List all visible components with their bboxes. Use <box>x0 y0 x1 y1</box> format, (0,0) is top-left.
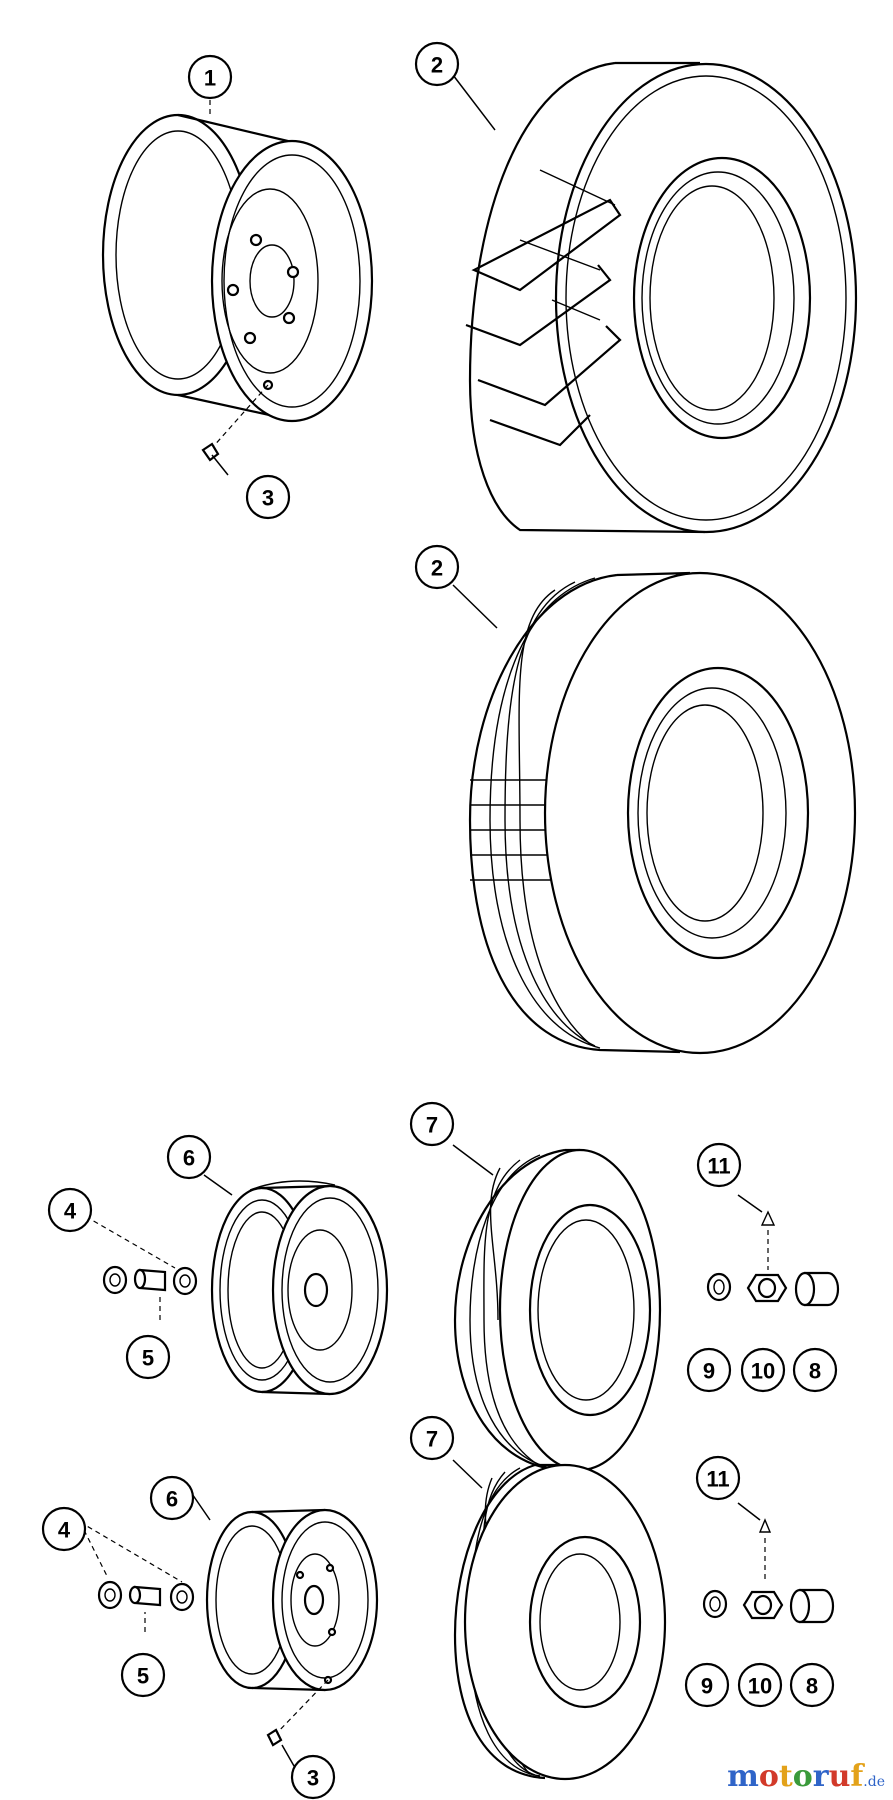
hardware-upper <box>706 1210 840 1307</box>
svg-text:10: 10 <box>748 1674 772 1699</box>
spacer-bushing-lower <box>97 1580 195 1632</box>
watermark-letter: r <box>812 1759 829 1794</box>
svg-text:7: 7 <box>426 1427 438 1452</box>
watermark-letter: o <box>758 1759 779 1794</box>
small-wheel-rim-lower <box>205 1508 379 1692</box>
svg-text:8: 8 <box>806 1674 818 1699</box>
svg-text:9: 9 <box>701 1674 713 1699</box>
callout-6-bottom: 6 <box>149 1475 195 1521</box>
callout-1: 1 <box>187 54 233 100</box>
svg-text:2: 2 <box>431 53 443 78</box>
callout-9-top: 9 <box>686 1347 732 1393</box>
callout-5-bottom: 5 <box>120 1652 166 1698</box>
svg-text:5: 5 <box>142 1346 154 1371</box>
callout-5-top: 5 <box>125 1334 171 1380</box>
svg-text:8: 8 <box>809 1359 821 1384</box>
callout-10-bottom: 10 <box>737 1662 783 1708</box>
callout-3-top: 3 <box>245 474 291 520</box>
callout-4-bottom: 4 <box>41 1506 87 1552</box>
svg-text:7: 7 <box>426 1113 438 1138</box>
rim-large <box>101 113 374 423</box>
valve-stem-upper <box>201 384 269 462</box>
tire-lug-tread <box>465 61 858 534</box>
svg-text:1: 1 <box>204 66 216 91</box>
svg-text:6: 6 <box>183 1146 195 1171</box>
callout-2-top: 2 <box>414 41 460 87</box>
callout-8-top: 8 <box>792 1347 838 1393</box>
spacer-bushing-upper <box>102 1265 198 1320</box>
svg-text:2: 2 <box>431 556 443 581</box>
callout-9-bottom: 9 <box>684 1662 730 1708</box>
hardware-lower <box>702 1518 835 1624</box>
watermark-letter: f <box>850 1759 864 1794</box>
watermark-letter: o <box>792 1759 813 1794</box>
tire-small-upper <box>453 1148 662 1472</box>
svg-text:4: 4 <box>64 1199 77 1224</box>
watermark-logo: motoruf.de <box>727 1759 885 1794</box>
watermark-letter: t <box>778 1759 793 1794</box>
callout-7-top: 7 <box>409 1101 455 1147</box>
watermark-suffix: .de <box>863 1774 885 1790</box>
watermark-letter: m <box>727 1759 759 1794</box>
tire-rib-tread <box>468 571 857 1055</box>
callout-10-top: 10 <box>740 1347 786 1393</box>
callout-11-bottom: 11 <box>695 1455 741 1501</box>
svg-text:11: 11 <box>707 1154 730 1179</box>
svg-text:4: 4 <box>58 1518 71 1543</box>
callout-2-middle: 2 <box>414 544 460 590</box>
callout-7-bottom: 7 <box>409 1415 455 1461</box>
svg-text:5: 5 <box>137 1664 149 1689</box>
small-wheel-rim-upper <box>210 1180 389 1396</box>
valve-stem-lower <box>266 1679 329 1747</box>
watermark-letter: u <box>828 1759 851 1794</box>
svg-text:6: 6 <box>166 1487 178 1512</box>
callout-3-bottom: 3 <box>290 1754 336 1800</box>
svg-text:11: 11 <box>706 1467 729 1492</box>
callout-6-top: 6 <box>166 1134 212 1180</box>
svg-text:3: 3 <box>262 486 274 511</box>
callout-8-bottom: 8 <box>789 1662 835 1708</box>
svg-text:9: 9 <box>703 1359 715 1384</box>
svg-text:10: 10 <box>751 1359 775 1384</box>
callout-11-top: 11 <box>696 1142 742 1188</box>
callout-4-top: 4 <box>47 1187 93 1233</box>
svg-text:3: 3 <box>307 1766 319 1791</box>
tire-small-lower <box>453 1463 667 1781</box>
